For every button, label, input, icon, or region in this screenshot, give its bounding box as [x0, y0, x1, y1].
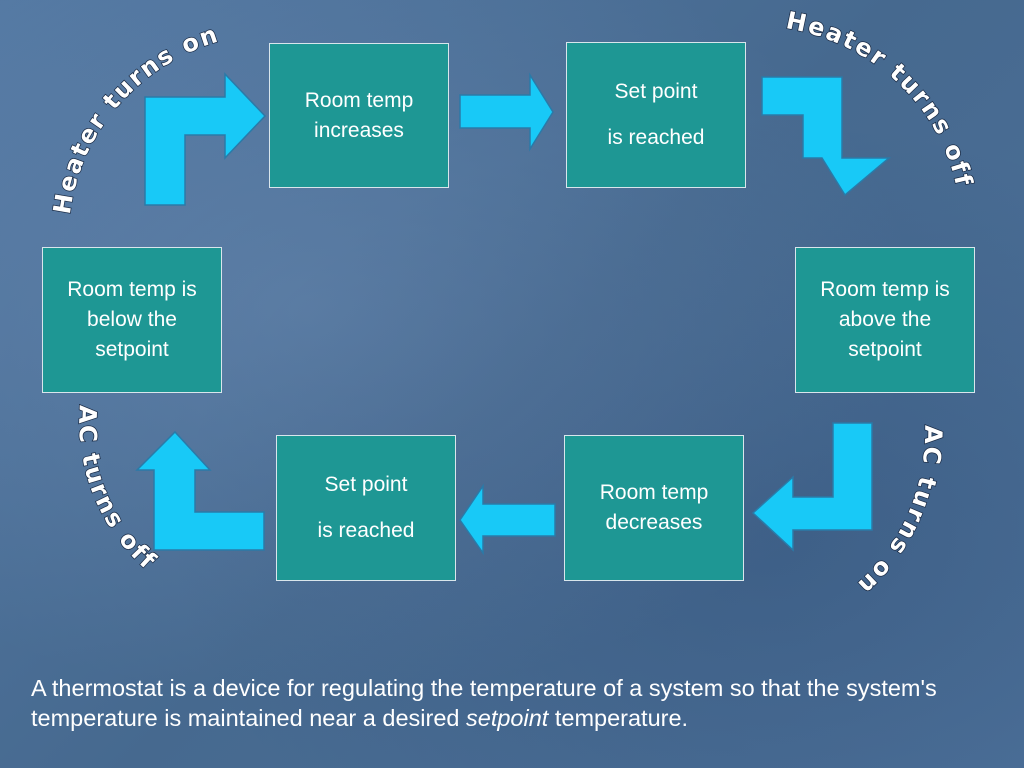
box-set-point-reached-top: Set point is reached — [566, 42, 746, 188]
box-room-temp-increases: Room temp increases — [269, 43, 449, 188]
right-arrow-icon — [459, 72, 554, 152]
elbow-arrow-icon — [144, 72, 267, 206]
box-room-temp-decreases: Room temp decreases — [564, 435, 744, 581]
elbow-arrow-icon — [751, 422, 873, 552]
caption-text: A thermostat is a device for regulating … — [31, 673, 1011, 733]
caption-part-2: temperature. — [548, 705, 689, 731]
elbow-arrow-icon — [135, 430, 265, 551]
box-text-line: Set point — [324, 473, 408, 496]
box-text-line: Room temp is — [820, 278, 950, 301]
caption-part-1: A thermostat is a device for regulating … — [31, 675, 937, 731]
box-text-line: is reached — [607, 126, 705, 149]
elbow-arrow-icon — [761, 76, 892, 197]
box-text-line: Room temp — [599, 481, 709, 504]
box-text-line: Room temp — [304, 88, 414, 112]
box-text-line: Set point — [614, 80, 698, 103]
left-arrow-icon — [459, 483, 556, 556]
box-room-temp-below-setpoint: Room temp is below the setpoint — [42, 247, 222, 393]
box-set-point-reached-bottom: Set point is reached — [276, 435, 456, 581]
box-text-line: setpoint — [95, 338, 169, 361]
box-text-line: decreases — [605, 511, 703, 534]
box-text-line: increases — [314, 118, 404, 142]
box-text-line: above the — [838, 308, 932, 331]
box-text-line: is reached — [317, 519, 415, 542]
ac-turns-off-label: AC turns off — [73, 405, 162, 576]
box-text-line: below the — [87, 308, 177, 331]
box-room-temp-above-setpoint: Room temp is above the setpoint — [795, 247, 975, 393]
box-text-line: Room temp is — [67, 278, 197, 301]
box-text-line: setpoint — [848, 338, 922, 361]
caption-emphasis: setpoint — [466, 705, 549, 731]
